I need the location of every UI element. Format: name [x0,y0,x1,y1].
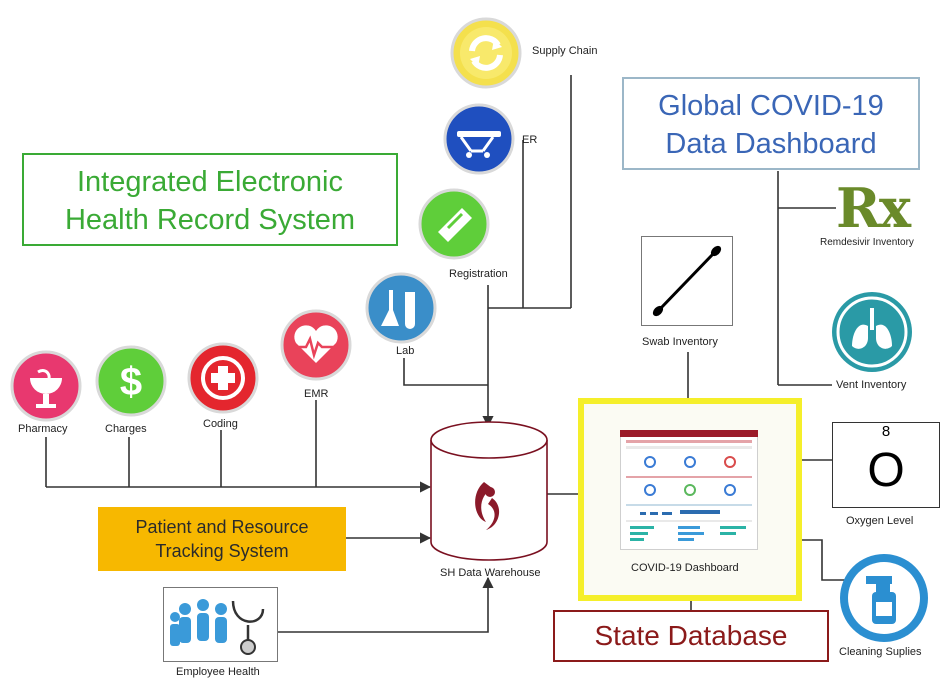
global-dashboard-title: Global COVID-19 Data Dashboard [622,77,920,170]
coding-label: Coding [203,418,238,430]
oxygen-element-box: 8 O [832,422,940,508]
supply-chain-icon [450,17,522,89]
oxygen-symbol: O [867,444,905,497]
oxygen-number: 8 [881,423,891,440]
lungs-icon [832,292,912,372]
global-title-line2: Data Dashboard [665,128,877,160]
vent-label: Vent Inventory [836,379,907,391]
svg-text:$: $ [120,360,142,404]
charges-label: Charges [105,423,147,435]
ehr-system-title: Integrated Electronic Health Record Syst… [22,153,398,246]
lab-label: Lab [396,345,415,357]
heartbeat-icon [280,309,352,381]
remdesivir-label: Remdesivir Inventory [820,237,914,248]
tracking-system-box: Patient and Resource Tracking System [98,507,346,571]
pharmacy-label: Pharmacy [18,423,68,435]
oxygen-label: Oxygen Level [846,515,914,527]
dashboard-label: COVID-19 Dashboard [631,562,739,574]
emr-label: EMR [304,388,329,400]
swab-icon [652,245,722,317]
cleaning-label: Cleaning Suplies [839,646,922,658]
dashboard-thumbnail [620,430,758,550]
swab-label: Swab Inventory [642,336,718,348]
tracking-title-line2: Tracking System [155,541,289,561]
registration-icon [418,188,490,260]
rx-icon: Rx [836,176,911,240]
tracking-title-line1: Patient and Resource [135,517,309,537]
swab-image [641,236,733,326]
er-label: ER [522,134,538,146]
pharmacy-icon [10,350,82,422]
spray-bottle-icon [840,554,928,642]
state-database-box: State Database [553,610,829,662]
employee-health-label: Employee Health [176,666,260,678]
employees-stethoscope-icon [163,587,278,662]
ehr-title-line2: Health Record System [64,204,356,236]
ehr-title-line1: Integrated Electronic [77,166,343,198]
database-icon [430,421,548,561]
registration-label: Registration [449,268,508,280]
global-title-line1: Global COVID-19 [658,90,884,122]
supply-chain-label: Supply Chain [532,45,598,57]
stretcher-icon [443,103,515,175]
medical-cross-icon [187,342,259,414]
flask-icon [365,272,437,344]
warehouse-label: SH Data Warehouse [440,567,541,579]
dollar-icon: $ [95,345,167,417]
